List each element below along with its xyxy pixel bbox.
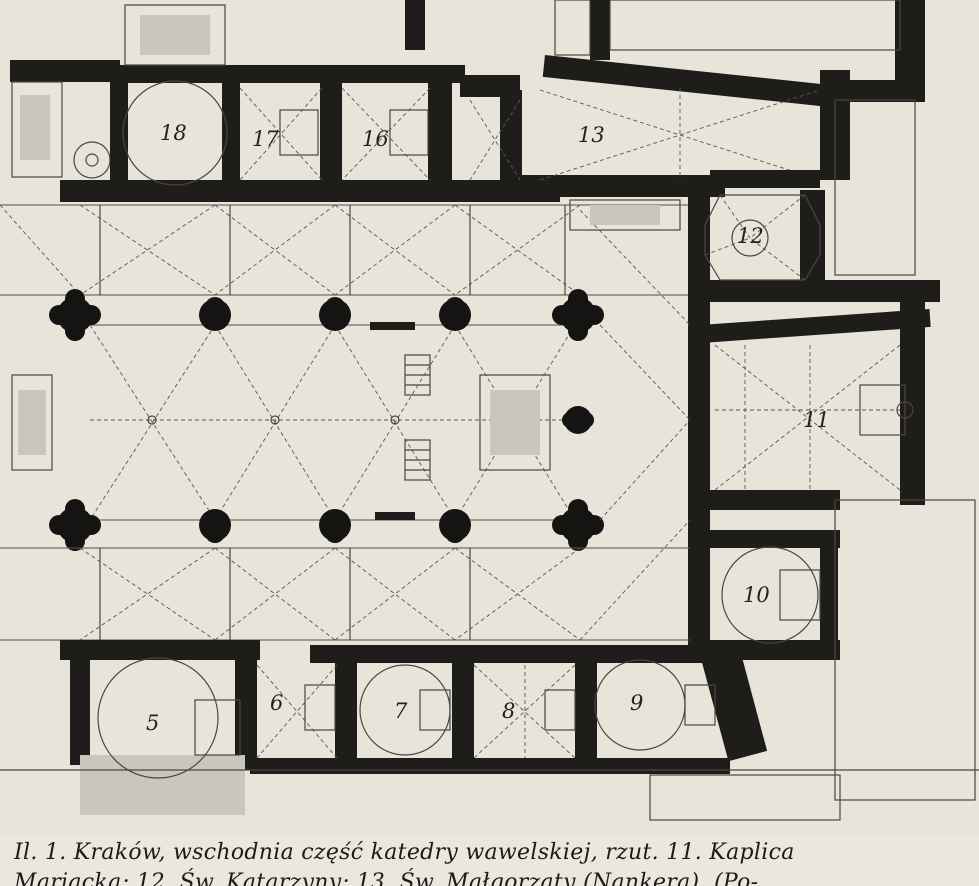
south-chapels [0, 640, 979, 821]
room-label-12: 12 [737, 224, 764, 248]
figure-caption: Il. 1. Kraków, wschodnia część katedry w… [14, 838, 979, 886]
room-label-8: 8 [502, 699, 515, 723]
room-label-17: 17 [252, 127, 279, 151]
caption-line-2: Mariacka; 12. Św. Katarzyny; 13. Św. Mał… [14, 870, 759, 886]
cathedral-plan-drawing: 18 17 16 13 12 11 10 5 6 7 8 9 [0, 0, 979, 821]
room-label-16: 16 [362, 127, 389, 151]
room-labels: 18 17 16 13 12 11 10 5 6 7 8 9 [146, 121, 830, 735]
room-label-7: 7 [394, 699, 408, 723]
room-label-18: 18 [160, 121, 187, 145]
caption-line-1: Il. 1. Kraków, wschodnia część katedry w… [14, 840, 795, 865]
east-chapels [569, 99, 976, 801]
room-label-11: 11 [803, 408, 830, 432]
floor-plan: 18 17 16 13 12 11 10 5 6 7 8 9 [0, 0, 979, 821]
room-label-13: 13 [578, 123, 605, 147]
room-label-10: 10 [743, 583, 770, 607]
room-label-6: 6 [270, 691, 283, 715]
north-chapels [10, 0, 925, 202]
room-label-9: 9 [630, 691, 643, 715]
nave [11, 322, 576, 521]
room-label-5: 5 [146, 711, 159, 735]
piers [49, 289, 604, 551]
